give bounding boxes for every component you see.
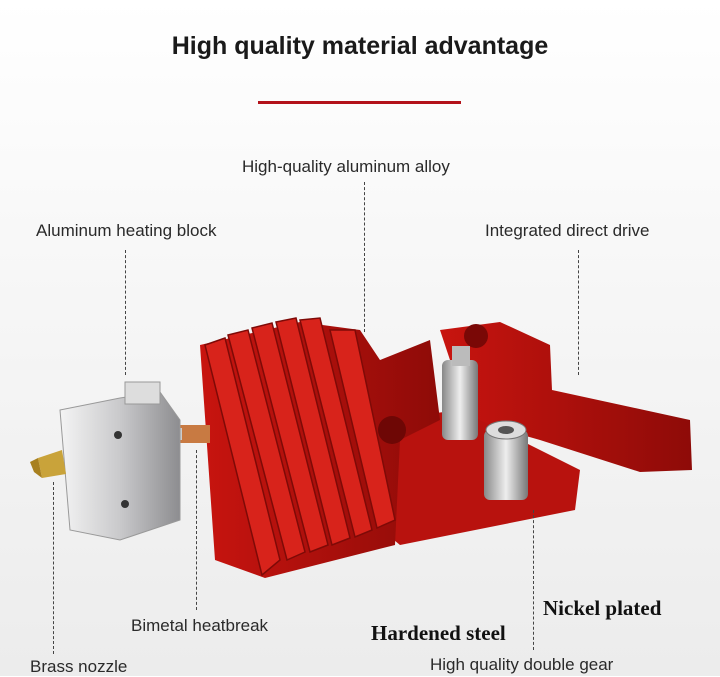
- leader-line: [196, 450, 197, 610]
- heating-block: [59, 391, 181, 541]
- gear-lower: [484, 430, 528, 500]
- label-aluminum-alloy: High-quality aluminum alloy: [242, 157, 450, 176]
- leader-line: [53, 482, 54, 654]
- brass-nozzle: [38, 450, 66, 478]
- leader-line: [533, 510, 534, 650]
- gear-upper: [442, 360, 478, 440]
- label-nickel-plated: Nickel plated: [543, 596, 662, 620]
- leader-line: [578, 250, 579, 375]
- page-title: High quality material advantage: [171, 32, 549, 60]
- drive-arm: [440, 322, 692, 472]
- label-heating-block: Aluminum heating block: [36, 221, 217, 240]
- heatbreak: [178, 425, 210, 443]
- label-hardened-steel: Hardened steel: [371, 621, 506, 645]
- leader-line: [125, 250, 126, 375]
- label-double-gear: High quality double gear: [430, 655, 614, 674]
- leader-line: [364, 182, 365, 332]
- label-heatbreak: Bimetal heatbreak: [131, 616, 269, 635]
- label-nozzle: Brass nozzle: [30, 657, 128, 676]
- title-underline: [258, 101, 461, 104]
- label-direct-drive: Integrated direct drive: [485, 221, 650, 240]
